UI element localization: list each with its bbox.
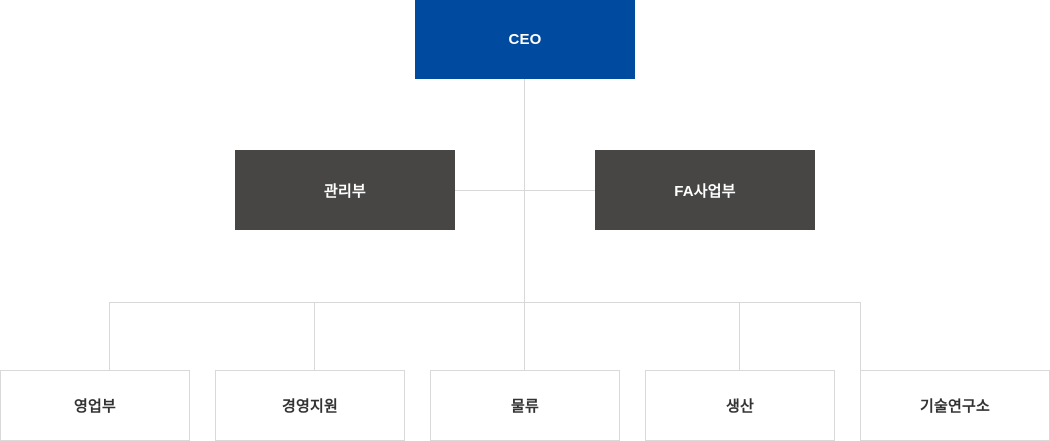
node-team-production[interactable]: 생산 <box>645 370 835 441</box>
node-ceo[interactable]: CEO <box>415 0 635 79</box>
connector-ceo-down <box>524 79 525 190</box>
connector-dept-horizontal <box>455 190 595 191</box>
node-department-fa-label: FA사업부 <box>674 182 736 200</box>
connector-teams-horizontal <box>109 302 861 303</box>
node-team-logistics-label: 물류 <box>510 398 539 415</box>
node-department-admin-label: 관리부 <box>323 182 366 200</box>
node-team-logistics[interactable]: 물류 <box>430 370 620 441</box>
connector-team-4 <box>739 302 740 370</box>
connector-ceo-to-teams <box>524 190 525 370</box>
node-ceo-label: CEO <box>508 31 542 48</box>
node-team-research-institute-label: 기술연구소 <box>919 398 990 415</box>
node-team-management-support[interactable]: 경영지원 <box>215 370 405 441</box>
node-team-management-support-label: 경영지원 <box>281 398 338 415</box>
node-team-research-institute[interactable]: 기술연구소 <box>860 370 1050 441</box>
node-department-admin[interactable]: 관리부 <box>235 150 455 230</box>
node-department-fa[interactable]: FA사업부 <box>595 150 815 230</box>
connector-team-1 <box>109 302 110 370</box>
node-team-production-label: 생산 <box>725 398 754 415</box>
connector-team-2 <box>314 302 315 370</box>
node-team-sales[interactable]: 영업부 <box>0 370 190 441</box>
node-team-sales-label: 영업부 <box>73 398 116 415</box>
connector-team-5 <box>860 302 861 370</box>
